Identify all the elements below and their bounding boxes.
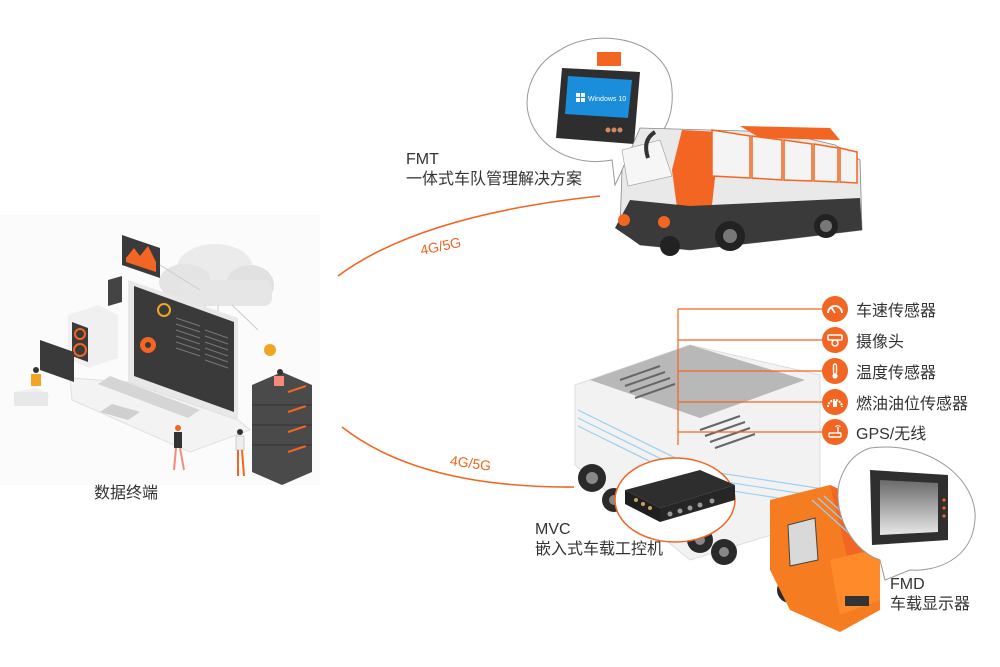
thermometer-icon [822, 358, 848, 384]
person-icon [173, 425, 185, 471]
sensor-item-gps: GPS/无线 [822, 419, 926, 445]
sensor-label: 摄像头 [856, 334, 905, 351]
data-terminal-illustration [0, 215, 320, 485]
fmd-desc: 车载显示器 [890, 596, 971, 613]
fuel-gauge-icon [822, 389, 848, 415]
fmt-code: FMT [406, 151, 439, 168]
mvc-callout-bubble [614, 457, 736, 543]
fmd-display-device [870, 470, 948, 545]
mvc-desc: 嵌入式车载工控机 [535, 541, 664, 558]
sensor-item-fuel: 燃油油位传感器 [822, 389, 968, 415]
sensor-connector-lines [677, 308, 822, 445]
speedometer-icon [822, 296, 848, 322]
sensor-label: 车速传感器 [856, 303, 937, 320]
mvc-box-pc-device [625, 470, 735, 522]
fmt-desc: 一体式车队管理解决方案 [406, 171, 583, 188]
person-icon [14, 367, 50, 406]
fmd-code: FMD [890, 576, 925, 593]
fmt-label: FMT 一体式车队管理解决方案 [406, 150, 582, 190]
bus-illustration [615, 126, 863, 256]
camera-icon [822, 327, 848, 353]
windows-logo-icon [576, 93, 585, 102]
fmt-tablet-device: Windows 10 [556, 52, 640, 144]
sensor-item-speed: 车速传感器 [822, 296, 936, 322]
sensor-label: 燃油油位传感器 [856, 396, 969, 413]
speaker-box-icon [68, 305, 118, 368]
fmd-callout-bubble [837, 446, 976, 581]
data-terminal-label: 数据终端 [94, 485, 159, 502]
sensor-item-temperature: 温度传感器 [822, 358, 936, 384]
person-icon [235, 429, 245, 477]
windows-screen-text: Windows 10 [588, 96, 626, 103]
laptop-icon [69, 280, 251, 453]
chart-window-icon [122, 235, 201, 291]
mvc-code: MVC [535, 521, 571, 538]
sensor-label: GPS/无线 [856, 426, 927, 443]
server-stack-icon [252, 344, 312, 485]
link-arc-fmt [337, 195, 601, 277]
link-arc-mvc [341, 426, 575, 488]
router-icon [822, 419, 848, 445]
fmd-label: FMD 车载显示器 [890, 575, 970, 615]
sensor-label: 温度传感器 [856, 365, 937, 382]
mvc-label: MVC 嵌入式车载工控机 [535, 520, 663, 560]
sensor-item-camera: 摄像头 [822, 327, 904, 353]
